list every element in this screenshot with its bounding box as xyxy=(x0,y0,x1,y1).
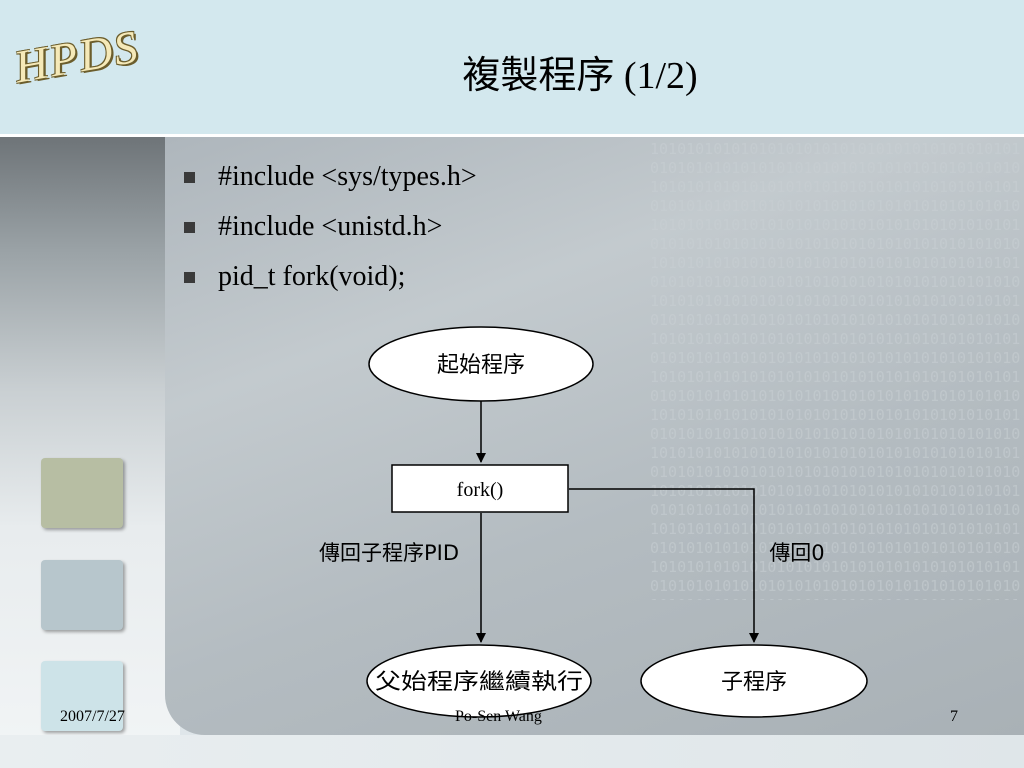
node-start xyxy=(368,326,594,402)
decor-square-olive xyxy=(41,458,123,528)
node-start-label: 起始程序 xyxy=(437,353,525,378)
bullet-item: #include <unistd.h> xyxy=(184,202,477,252)
binary-background-pattern: 1010101010101010101010101010101010101010… xyxy=(650,140,1021,600)
node-child xyxy=(640,644,868,718)
content-area xyxy=(165,137,1024,735)
node-fork-label: fork() xyxy=(457,479,504,501)
bullet-list: #include <sys/types.h> #include <unistd.… xyxy=(184,152,477,302)
node-parent-label: 父始程序繼續執行 xyxy=(375,670,583,695)
bottom-strip xyxy=(0,735,1024,768)
header-divider xyxy=(0,134,1024,137)
decor-square-light xyxy=(41,661,123,731)
bullet-item: pid_t fork(void); xyxy=(184,252,477,302)
decor-square-blue xyxy=(41,560,123,630)
edge-label-return-zero: 傳回0 xyxy=(769,541,824,565)
bullet-square-icon xyxy=(184,221,195,233)
bullet-square-icon xyxy=(184,171,195,183)
node-fork xyxy=(391,464,569,513)
edge-fork-to-child xyxy=(569,488,759,643)
footer-date: 2007/7/27 xyxy=(60,708,125,725)
bullet-square-icon xyxy=(184,271,195,283)
node-child-label: 子程序 xyxy=(721,670,787,695)
footer-author: Po-Sen Wang xyxy=(455,708,542,725)
slide-header xyxy=(0,0,1024,136)
footer-page-number: 7 xyxy=(950,708,958,725)
bullet-text: #include <sys/types.h> xyxy=(218,161,477,192)
bullet-text: pid_t fork(void); xyxy=(218,261,406,292)
node-parent xyxy=(366,644,592,718)
slide-title: 複製程序 (1/2) xyxy=(462,55,698,97)
bullet-text: #include <unistd.h> xyxy=(218,211,443,242)
edge-label-return-pid: 傳回子程序PID xyxy=(319,541,459,565)
bullet-item: #include <sys/types.h> xyxy=(184,152,477,202)
